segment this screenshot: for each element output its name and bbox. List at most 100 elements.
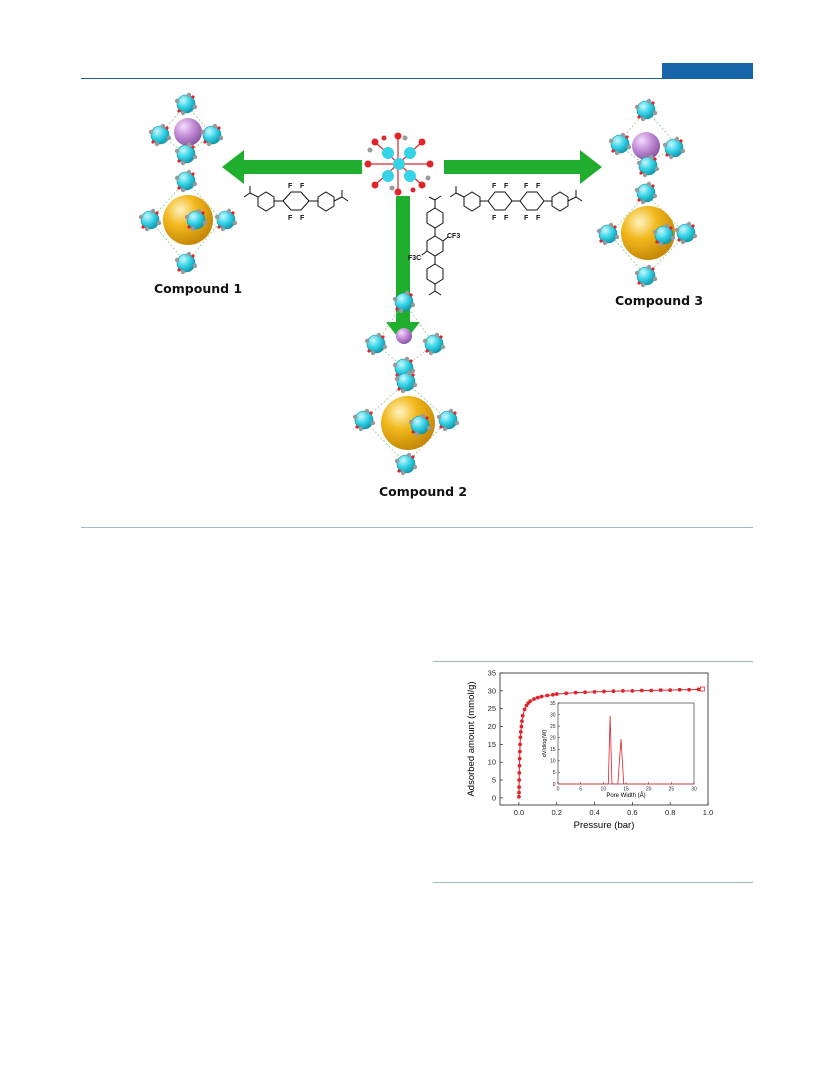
main-axes (499, 672, 709, 806)
y-tick-label: 20 (488, 722, 496, 731)
linker3-f-label: F (524, 215, 529, 222)
compound-2-label: Compound 2 (379, 484, 468, 499)
linker-1-structure (243, 186, 349, 212)
linker2-cf3-label: CF3 (447, 233, 460, 240)
adsorption-point (564, 691, 569, 696)
adsorption-point (611, 689, 616, 694)
inset-y-tick-label: 25 (550, 724, 556, 730)
inset-y-tick-label: 15 (550, 747, 556, 753)
adsorption-point (517, 763, 522, 768)
y-tick-label: 15 (488, 740, 496, 749)
adsorption-point (573, 690, 578, 695)
y-tick-label: 0 (492, 793, 496, 802)
inset-y-tick-label: 10 (550, 759, 556, 765)
desorption-point (699, 686, 705, 692)
pore-size-distribution-line (558, 715, 694, 785)
adsorption-point (522, 707, 527, 712)
compound-3-label: Compound 3 (615, 293, 704, 308)
adsorption-point (517, 749, 522, 754)
adsorption-point (517, 778, 522, 782)
adsorption-point (677, 687, 682, 692)
linker3-f-label: F (504, 183, 509, 190)
linker3-f-label: F (536, 183, 541, 190)
adsorption-point (518, 742, 522, 747)
adsorption-point (545, 693, 550, 698)
figure-bottom-rule (433, 882, 753, 883)
adsorption-point (520, 719, 524, 724)
adsorption-point (517, 794, 521, 799)
linker1-f-label: F (288, 183, 293, 190)
adsorption-point (535, 695, 540, 700)
adsorption-point (602, 689, 606, 694)
adsorption-point (518, 735, 523, 740)
linker3-f-label: F (536, 215, 541, 222)
linker-2-structure (421, 195, 449, 296)
adsorption-point (592, 690, 597, 694)
inset-x-tick-label: 25 (669, 787, 675, 793)
adsorption-point (696, 687, 701, 692)
adsorption-point (528, 699, 533, 704)
adsorption-point (554, 692, 559, 696)
adsorption-point (658, 688, 663, 693)
inset-x-tick-label: 5 (579, 787, 582, 793)
x-tick-label: 1.0 (703, 808, 713, 817)
adsorption-point (517, 756, 522, 761)
adsorption-point (639, 688, 644, 693)
journal-header-tab (662, 63, 753, 78)
isotherm-points (517, 686, 705, 799)
inset-y-tick-label: 35 (550, 701, 556, 707)
x-tick-label: 0.0 (514, 808, 524, 817)
adsorption-point (532, 697, 536, 701)
compound-1-structure (138, 92, 238, 275)
inset-x-axis-label: Pore Width (Å) (606, 792, 645, 799)
arrow-to-compound-1 (222, 150, 362, 184)
arrow-to-compound-2 (386, 196, 420, 344)
y-tick-label: 5 (492, 776, 496, 785)
linker3-f-label: F (524, 183, 529, 190)
x-tick-label: 0.4 (589, 808, 599, 817)
inset-x-tick-label: 20 (646, 787, 652, 793)
inset-x-tick-label: 0 (557, 787, 560, 793)
inset-y-tick-label: 0 (553, 782, 556, 788)
inset-y-tick-label: 30 (550, 712, 556, 718)
synthesis-scheme: F F F F CF3 F3C F F F F (138, 92, 698, 476)
inset-x-tick-label: 30 (691, 787, 697, 793)
adsorption-point (621, 688, 625, 693)
linker3-f-label: F (492, 183, 497, 190)
inset-y-tick-label: 20 (550, 736, 556, 742)
inset-y-tick-label: 5 (553, 770, 556, 776)
adsorption-point (517, 790, 521, 795)
compound-1-label: Compound 1 (154, 281, 243, 296)
linker3-f-label: F (492, 215, 497, 222)
linker3-f-label: F (504, 215, 509, 222)
y-tick-label: 25 (488, 704, 496, 713)
main-plot-frame (499, 672, 709, 806)
x-axis-label: Pressure (bar) (574, 820, 635, 831)
y-tick-label: 35 (488, 669, 496, 678)
adsorption-point (687, 687, 691, 692)
linker2-f3c-label: F3C (408, 255, 421, 262)
arrow-to-compound-3 (444, 150, 602, 184)
adsorption-point (519, 724, 524, 729)
adsorption-point (668, 688, 673, 693)
inset-y-axis-label: dV/dlog(W) (542, 730, 548, 758)
adsorption-point (520, 713, 525, 718)
inset-x-tick-label: 10 (601, 787, 607, 793)
y-axis-label: Adsorbed amount (mmol/g) (466, 681, 477, 796)
y-tick-label: 10 (488, 758, 496, 767)
y-tick-label: 30 (488, 686, 496, 695)
linker-3-structure (449, 186, 583, 212)
inset-x-tick-label: 15 (623, 787, 629, 793)
inset-frame (557, 702, 695, 785)
adsorption-point (517, 785, 521, 790)
adsorption-point (583, 690, 587, 695)
linker1-f-label: F (288, 215, 293, 222)
linker1-f-label: F (300, 183, 305, 190)
adsorption-point (649, 688, 654, 693)
x-tick-label: 0.8 (665, 808, 675, 817)
scheme-bottom-rule (81, 527, 753, 528)
compound-2-structure (352, 290, 460, 476)
adsorption-point (630, 688, 635, 693)
